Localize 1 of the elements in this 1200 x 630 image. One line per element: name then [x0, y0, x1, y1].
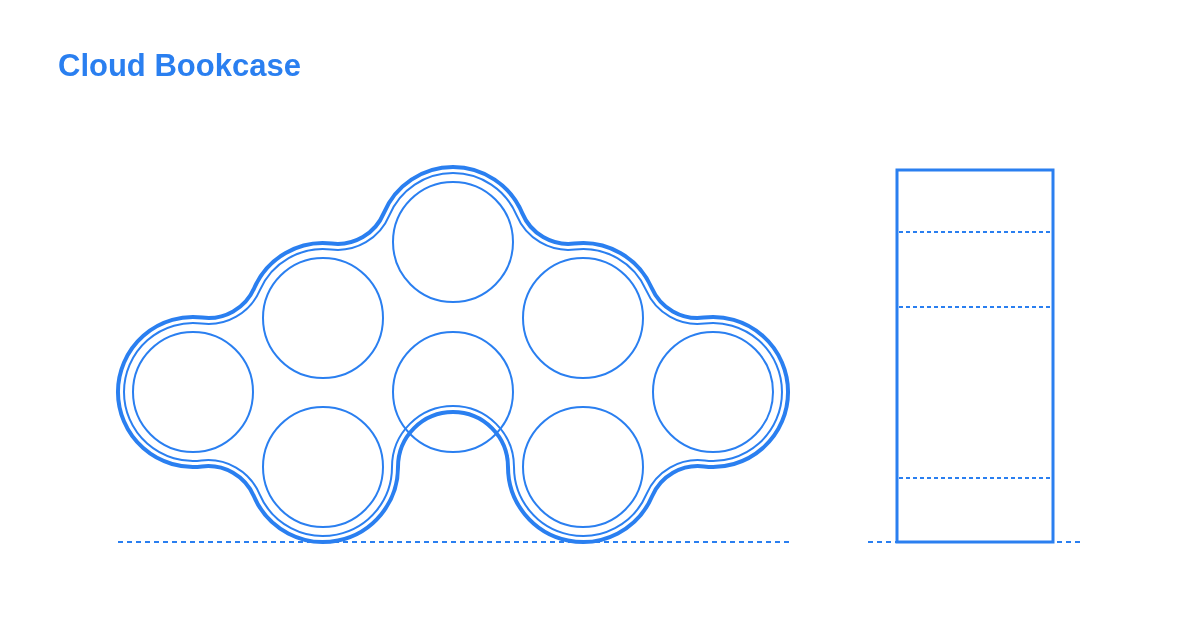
title: Cloud Bookcase	[58, 48, 301, 84]
